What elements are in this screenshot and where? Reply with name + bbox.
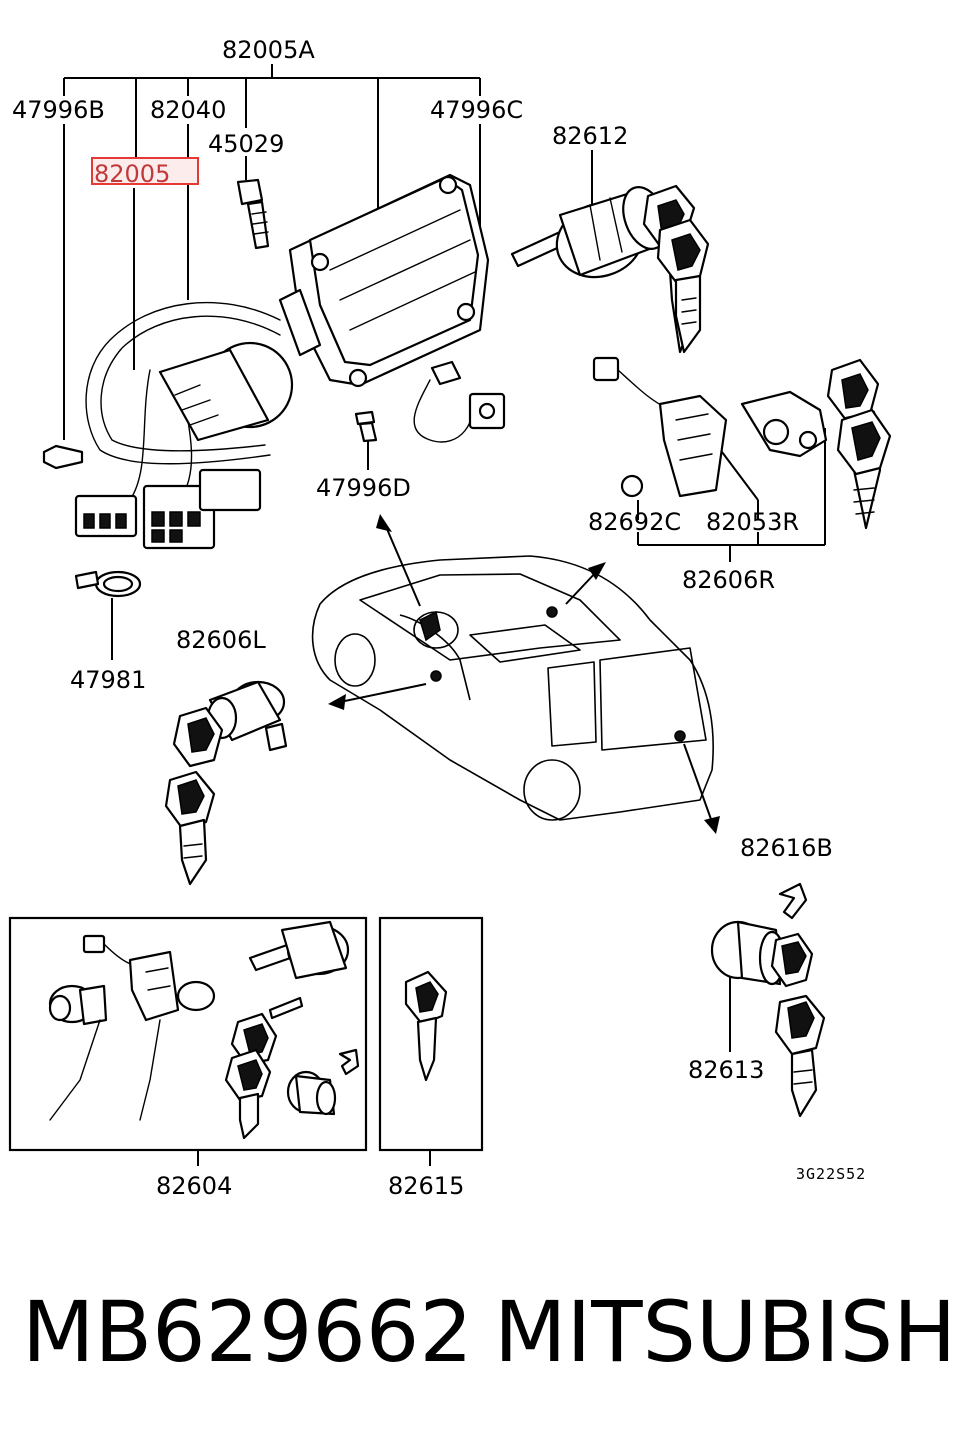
- callout-82606R: 82606R: [682, 566, 775, 594]
- vehicle-outline: [311, 514, 720, 834]
- callout-82005A: 82005A: [222, 36, 315, 64]
- callout-47996B: 47996B: [12, 96, 105, 124]
- callout-82606L: 82606L: [176, 626, 266, 654]
- callout-82613: 82613: [688, 1056, 764, 1084]
- callout-82040: 82040: [150, 96, 226, 124]
- callout-82604: 82604: [156, 1172, 232, 1200]
- footer: MB629662 MITSUBISHI: [0, 1290, 960, 1400]
- door-cylinder-82606L: [164, 680, 288, 886]
- callout-82616B: 82616B: [740, 834, 833, 862]
- steering-lock-assembly: [42, 173, 506, 550]
- cylinder-82612: [510, 184, 710, 354]
- callout-47981: 47981: [70, 666, 146, 694]
- callout-labels: 82005A 47996B 82040 47996C 45029 82005 8…: [12, 36, 866, 1200]
- tailgate-cylinder-82613: [710, 882, 826, 1118]
- highlight-box: [91, 157, 199, 185]
- clip-47981: [74, 570, 142, 598]
- kit-82604: [8, 916, 368, 1152]
- callout-47996C: 47996C: [430, 96, 523, 124]
- drawing-code: 3G22S52: [796, 1165, 866, 1183]
- callout-82692C: 82692C: [588, 508, 681, 536]
- callout-47996D: 47996D: [316, 474, 411, 502]
- door-lock-82606R: [592, 356, 892, 530]
- callout-82615: 82615: [388, 1172, 464, 1200]
- callout-82005-highlighted: 82005: [94, 160, 170, 188]
- brand-name: MITSUBISHI: [494, 1283, 960, 1381]
- callout-45029: 45029: [208, 130, 284, 158]
- part-number: MB629662: [22, 1283, 473, 1381]
- callout-82053R: 82053R: [706, 508, 799, 536]
- callout-82612: 82612: [552, 122, 628, 150]
- key-blank-82615: [378, 916, 484, 1152]
